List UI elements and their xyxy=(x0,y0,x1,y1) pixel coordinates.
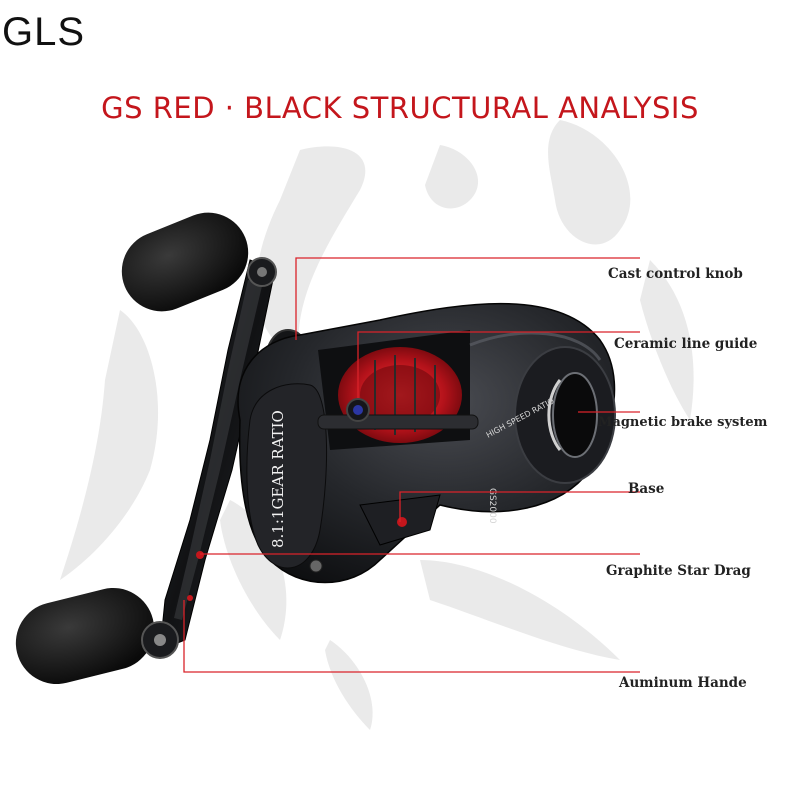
brake-dial xyxy=(552,372,598,458)
gear-ratio-label: 8.1:1GEAR RATIO xyxy=(269,410,287,548)
callout-lines xyxy=(183,257,640,673)
callout-ceramic-line-guide: Ceramic line guide xyxy=(614,336,758,352)
lower-handle-knob xyxy=(15,587,155,685)
model-label: GS2000 xyxy=(487,488,497,524)
callout-graphite-star-drag: Graphite Star Drag xyxy=(606,563,751,579)
page-title: GS RED · BLACK STRUCTURAL ANALYSIS xyxy=(101,91,699,125)
callout-base: Base xyxy=(628,481,665,497)
background-calligraphy xyxy=(60,120,694,730)
brand-name: GLS xyxy=(2,10,86,54)
reel-body: 8.1:1GEAR RATIO HIGH SPEED RATIO GS2000 xyxy=(237,302,616,584)
handle-assembly xyxy=(15,212,277,685)
callout-cast-control-knob: Cast control knob xyxy=(608,266,743,282)
callout-magnetic-brake-system: Magnetic brake system xyxy=(598,415,768,430)
callout-aluminum-handle: Auminum Hande xyxy=(619,675,747,691)
upper-handle-knob xyxy=(121,212,249,312)
